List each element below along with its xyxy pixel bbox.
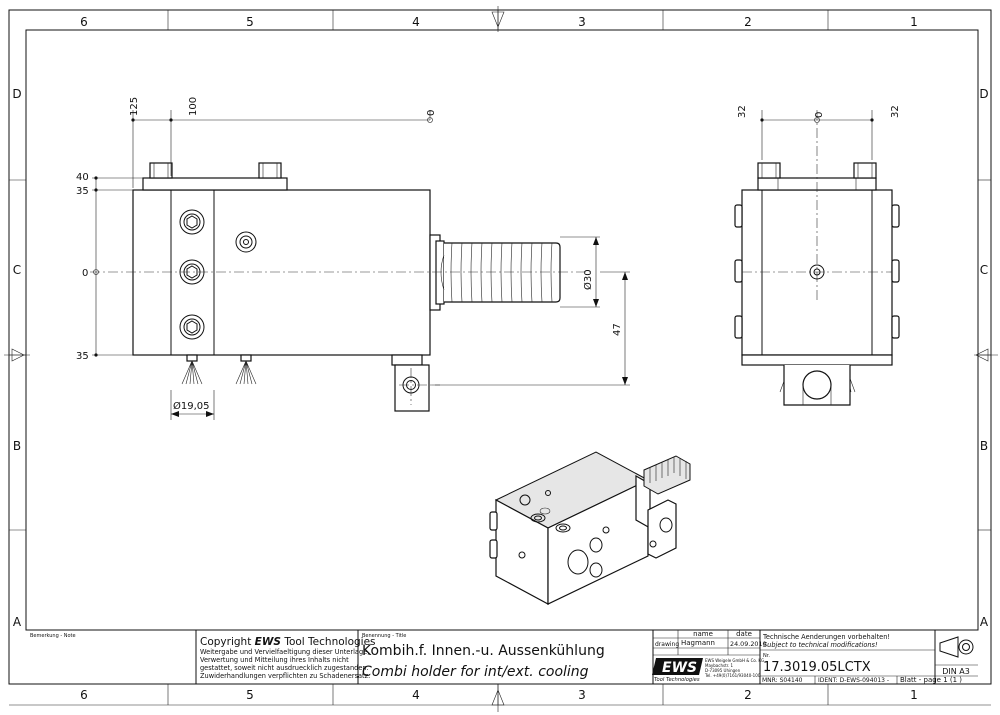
row-label: A [980, 615, 989, 629]
dim-35-bottom: 35 [76, 351, 89, 362]
company-line: D-73095 Uhingen [705, 668, 741, 673]
copyright-line: Weitergabe und Vervielfaeltigung dieser … [200, 648, 369, 656]
dim-125: 125 [129, 97, 140, 116]
svg-text:Tool Technologies: Tool Technologies [654, 677, 700, 683]
dim-100: 100 [188, 97, 199, 116]
copyright-line: gestattet, soweit nicht ausdruecklich zu… [200, 664, 369, 672]
coolant-port-icon [809, 264, 825, 280]
col-label: 3 [578, 688, 586, 702]
dim-32-right: 32 [890, 105, 901, 118]
row-label: D [12, 87, 21, 101]
drawn-by: Hagmann [681, 639, 715, 647]
col-label: 5 [246, 688, 254, 702]
screw-top-icon [179, 209, 205, 235]
col-label: 1 [910, 688, 918, 702]
bottom-lug [391, 354, 430, 412]
mnr: MNR: S04140 [762, 677, 803, 684]
coolant-nozzle-icon [235, 354, 257, 385]
column-labels-bottom: 6 5 4 3 2 1 [80, 688, 918, 702]
row-label: D [979, 87, 988, 101]
date-header: date [736, 630, 752, 638]
change-notice-de: Technische Aenderungen vorbehalten! [762, 633, 890, 641]
copyright-heading: Copyright EWS Tool Technologies [200, 636, 376, 648]
company-line: Tel. +49(0)7161/93040-100 [704, 673, 761, 678]
dim-0-side: 0 [814, 112, 825, 118]
row-labels-right: D C B A [979, 87, 989, 629]
row-label: C [980, 263, 988, 277]
col-label: 5 [246, 15, 254, 29]
part-number: 17.3019.05LCTX [763, 660, 871, 675]
dim-40: 40 [76, 172, 89, 183]
col-label: 1 [910, 15, 918, 29]
front-view-dimensions: 125 100 0 40 35 0 35 Ø30 47 Ø19,05 [76, 97, 630, 420]
screw-bottom-icon [179, 314, 205, 340]
sheet-number: Blatt - page 1 (1 ) [900, 676, 962, 684]
col-label: 4 [412, 15, 420, 29]
company-line: EWS Weigele GmbH & Co. KG [705, 658, 764, 663]
drawn-date: 24.09.2010 [730, 640, 767, 648]
remark-label: Bemerkung - Note [30, 633, 76, 639]
side-view-dimensions: 32 0 32 [737, 105, 901, 160]
side-view [734, 110, 900, 406]
col-label: 2 [744, 15, 752, 29]
paper-size: DIN A3 [942, 667, 970, 676]
col-label: 6 [80, 15, 88, 29]
ews-logo-icon: EWS Tool Technologies [652, 658, 703, 683]
copyright-line: Verwertung und Mitteilung ihres Inhalts … [200, 656, 349, 664]
svg-text:EWS: EWS [662, 660, 697, 676]
row-label: C [13, 263, 21, 277]
row-label: B [13, 439, 21, 453]
column-labels-top: 6 5 4 3 2 1 [80, 15, 918, 29]
dim-47: 47 [612, 323, 623, 336]
ident: IDENT: D-EWS-094013 - [818, 677, 889, 684]
col-label: 3 [578, 15, 586, 29]
row-labels-left: D C B A [12, 87, 22, 629]
dim-32-left: 32 [737, 105, 748, 118]
coolant-port-icon [235, 231, 257, 253]
dim-35-top: 35 [76, 186, 89, 197]
name-header: name [693, 630, 713, 638]
serrated-shank [429, 234, 561, 311]
dim-dia30: Ø30 [582, 269, 594, 290]
title-block: Bemerkung - Note Copyright EWS Tool Tech… [26, 629, 978, 684]
col-label: 6 [80, 688, 88, 702]
nr-label: Nr. [763, 653, 770, 659]
row-label: A [13, 615, 22, 629]
title-label: Benennung - Title [362, 633, 406, 639]
title-german: Kombih.f. Innen.-u. Aussenkühlung [362, 643, 605, 659]
isometric-view [489, 451, 691, 606]
front-view [90, 162, 590, 412]
col-label: 2 [744, 688, 752, 702]
dim-0-top: 0 [426, 110, 437, 116]
company-line: Maybachstr. 1 [705, 663, 733, 668]
coolant-nozzle-icon [181, 354, 203, 385]
title-english: Combi holder for int/ext. cooling [362, 664, 589, 680]
projection-symbol-icon [939, 636, 974, 658]
front-body [132, 189, 431, 356]
row-label: B [980, 439, 988, 453]
copyright-line: Zuwiderhandlungen verpflichten zu Schade… [200, 672, 370, 680]
dim-dia1905: Ø19,05 [173, 400, 210, 412]
col-label: 4 [412, 688, 420, 702]
dim-0-left: 0 [82, 268, 88, 279]
drawing-label: drawing [655, 641, 679, 648]
change-notice-en: Subject to technical modifications! [763, 641, 878, 649]
